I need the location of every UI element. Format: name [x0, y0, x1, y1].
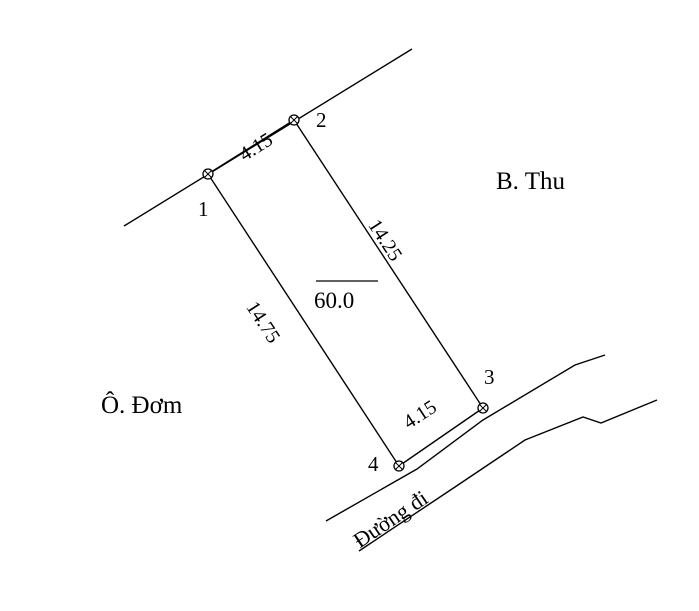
neighbor-label-o-dom: Ô. Đơm: [101, 392, 183, 419]
vertex-marker-3: [477, 402, 489, 414]
road-edge-upper: [325, 354, 606, 522]
vertex-label-3: 3: [484, 365, 495, 389]
vertex-marker-1: [202, 168, 214, 180]
vertex-marker-4: [393, 460, 405, 472]
vertex-label-2: 2: [316, 108, 327, 132]
neighbor-label-b-thu: B. Thu: [496, 168, 565, 195]
plot-area-label: 60.0: [314, 288, 355, 313]
road-edge-lower: [358, 399, 658, 552]
vertex-label-4: 4: [368, 452, 379, 476]
vertex-marker-2: [288, 114, 300, 126]
vertex-label-1: 1: [198, 197, 209, 221]
upper-boundary-line: [123, 48, 413, 227]
